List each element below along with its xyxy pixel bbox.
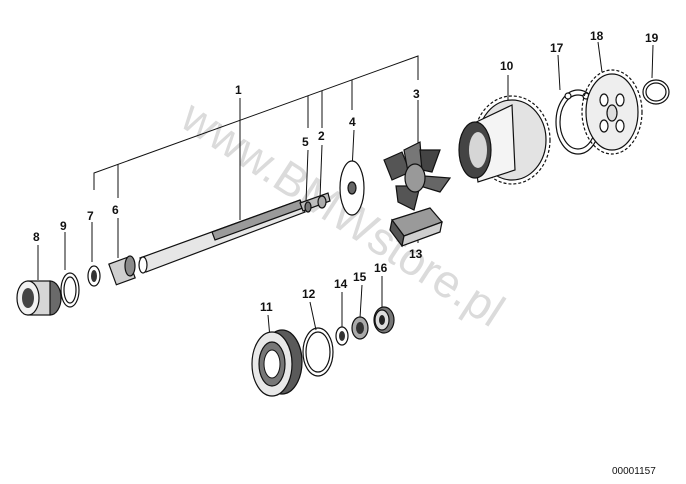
callout-numbers: 1 2 3 4 5 6 7 8 9 10 11 12 13 14 15 16 1… [33,29,659,314]
part-8-needle-bearing [16,280,62,316]
part-11-shaft-seal [251,329,303,397]
part-6-sleeve [108,255,136,286]
part-9-circlip [60,272,80,308]
callout-19: 19 [645,31,659,45]
part-7-washer [87,265,101,287]
callout-9: 9 [60,219,67,233]
part-14-washer [335,326,349,346]
callout-10: 10 [500,59,514,73]
callout-14: 14 [334,277,348,291]
part-13-wedge-block [389,207,444,248]
callout-18: 18 [590,29,604,43]
callout-17: 17 [550,41,564,55]
part-3-impeller [383,141,452,211]
part-1-shaft [138,192,331,274]
group-bracket-lines [93,55,419,198]
callout-4: 4 [349,115,356,129]
part-10-gear-housing [458,95,551,185]
part-4-disc [339,160,365,216]
callout-3: 3 [413,87,420,101]
callout-1: 1 [235,83,242,97]
part-16-ball-bearing [373,306,395,334]
part-2-ring [317,195,327,209]
callout-6: 6 [112,203,119,217]
callout-11: 11 [260,300,273,314]
diagram-reference-number: 00001157 [612,466,656,477]
part-15-bushing [351,316,369,340]
part-12-circlip [302,327,334,377]
callout-5: 5 [302,135,309,149]
part-19-snap-ring [642,79,670,105]
callout-13: 13 [409,247,423,261]
callout-12: 12 [302,287,316,301]
callout-15: 15 [353,270,367,284]
callout-2: 2 [318,129,325,143]
part-5-pin [304,201,312,213]
callout-16: 16 [374,261,388,275]
callout-8: 8 [33,230,40,244]
part-18-gear [581,69,643,155]
callout-7: 7 [87,209,94,223]
